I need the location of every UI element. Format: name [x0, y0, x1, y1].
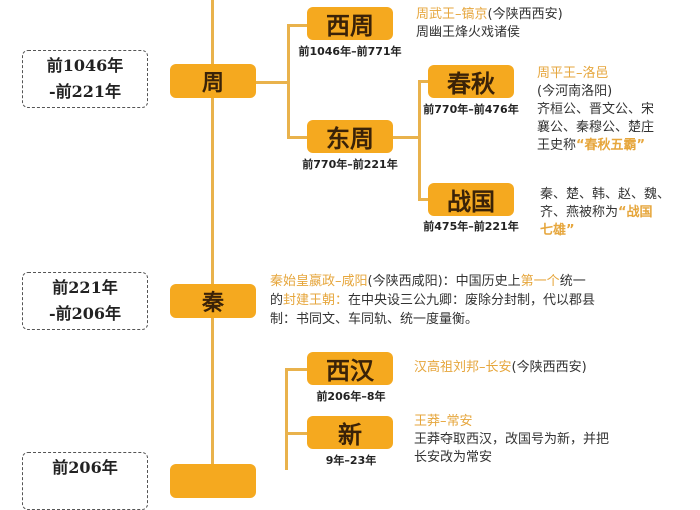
line: 王莽夺取西汉，改国号为新，并把: [414, 432, 610, 447]
highlight: “春秋五霸”: [576, 138, 646, 153]
capital: 周武王–镐京: [416, 7, 488, 22]
range-start: 前1046年: [46, 56, 124, 75]
han-range: 前206年: [22, 452, 148, 510]
connector: [393, 136, 420, 139]
line: 齐桓公、晋文公、宋: [537, 102, 655, 117]
highlight: 七雄”: [540, 223, 575, 238]
western-han-date: 前206年–8年: [316, 390, 386, 403]
line: 长安改为常安: [414, 450, 493, 465]
main-timeline: [211, 0, 214, 470]
dynasty-qin: 秦: [170, 284, 256, 318]
capital: 秦始皇嬴政–咸阳: [270, 274, 368, 289]
connector: [285, 368, 288, 470]
connector: [287, 136, 307, 139]
highlight: “战国: [618, 205, 653, 220]
spring-autumn-date: 前770年–前476年: [423, 103, 519, 116]
connector: [285, 432, 307, 435]
qin-range: 前221年 -前206年: [22, 272, 148, 330]
connector: [256, 81, 289, 84]
capital: 周平王–洛邑: [537, 66, 609, 81]
line: 襄公、秦穆公、楚庄: [537, 120, 655, 135]
connector: [418, 80, 428, 83]
text: 统一: [559, 274, 586, 289]
line: 秦、楚、韩、赵、魏、: [540, 187, 671, 202]
xin-note: 王莽–常安王莽夺取西汉，改国号为新，并把长安改为常安: [414, 413, 609, 467]
range-start: 前206年: [52, 458, 118, 477]
line: 王史称: [537, 138, 577, 153]
zhou-range: 前1046年 -前221年: [22, 50, 148, 108]
capital: 王莽–常安: [414, 414, 473, 429]
note: 周幽王烽火戏诸侯: [416, 25, 521, 40]
capital: 汉高祖刘邦–长安: [414, 360, 512, 375]
connector: [418, 198, 428, 201]
connector: [285, 368, 307, 371]
line: (今河南洛阳): [537, 84, 613, 99]
dynasty-xin: 新: [307, 416, 393, 449]
warring-states-note: 秦、楚、韩、赵、魏、齐、燕被称为“战国七雄”: [540, 186, 670, 240]
connector: [287, 24, 307, 27]
dynasty-zhou: 周: [170, 64, 256, 98]
text: 在中央设三公九卿：废除分封制，代以郡县: [348, 293, 596, 308]
dynasty-eastern-zhou: 东周: [307, 120, 393, 153]
dynasty-han: [170, 464, 256, 498]
qin-note: 秦始皇嬴政–咸阳(今陕西咸阳)：中国历史上第一个统一的封建王朝：在中央设三公九卿…: [270, 272, 700, 329]
line: 齐、燕被称为: [540, 205, 619, 220]
highlight: 第一个: [520, 274, 560, 289]
highlight: 封建王朝：: [283, 293, 349, 308]
text: 的: [270, 293, 284, 308]
western-zhou-note: 周武王–镐京(今陕西西安) 周幽王烽火戏诸侯: [416, 6, 563, 42]
dynasty-western-zhou: 西周: [307, 7, 393, 40]
western-zhou-date: 前1046年–前771年: [298, 45, 402, 58]
xin-date: 9年–23年: [325, 454, 377, 467]
text: (今陕西咸阳)：中国历史上: [367, 274, 521, 289]
dynasty-western-han: 西汉: [307, 352, 393, 385]
range-start: 前221年: [52, 278, 118, 297]
eastern-zhou-date: 前770年–前221年: [302, 158, 398, 171]
text: 制：书同文、车同轨、统一度量衡。: [270, 312, 479, 327]
spring-autumn-note: 周平王–洛邑 (今河南洛阳) 齐桓公、晋文公、宋襄公、秦穆公、楚庄王史称“春秋五霸”: [537, 65, 654, 155]
period-warring-states: 战国: [428, 183, 514, 216]
connector: [287, 24, 290, 139]
period-spring-autumn: 春秋: [428, 65, 514, 98]
warring-states-date: 前475年–前221年: [423, 220, 519, 233]
watermark: [10, 150, 48, 279]
capital-note: (今陕西西安): [487, 7, 563, 22]
range-end: -前206年: [48, 304, 122, 323]
connector: [418, 80, 421, 201]
western-han-note: 汉高祖刘邦–长安(今陕西西安): [414, 359, 587, 377]
range-end: -前221年: [48, 82, 122, 101]
capital-note: (今陕西西安): [511, 360, 587, 375]
